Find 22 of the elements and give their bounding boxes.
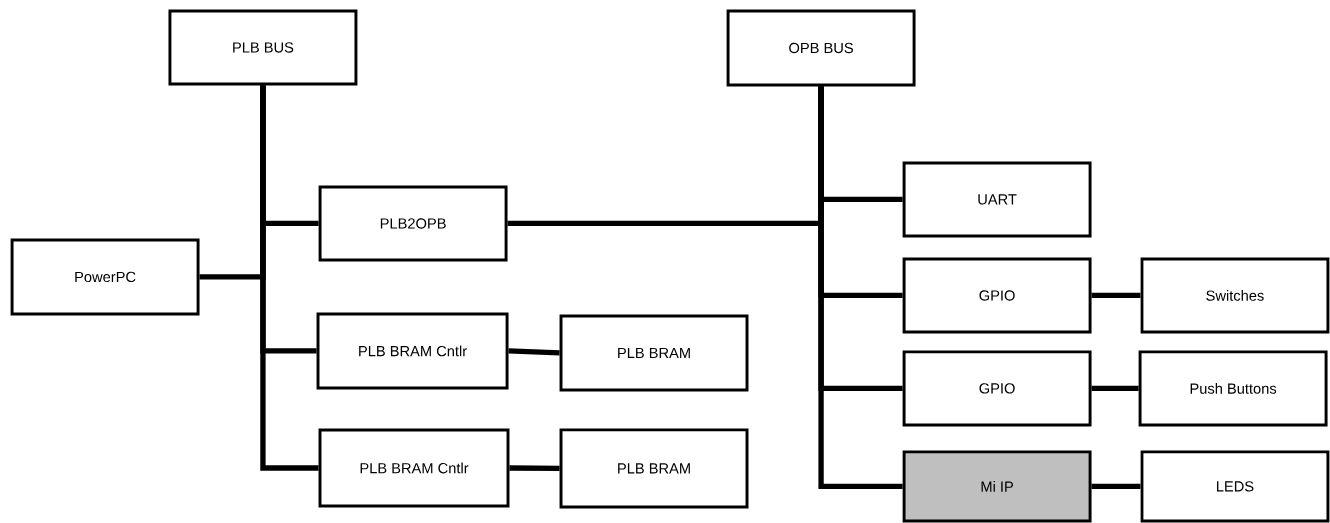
- connector-line: [1091, 292, 1141, 299]
- block-box: PLB BRAM Cntlr: [318, 428, 510, 508]
- block-box: OPB BUS: [726, 9, 916, 87]
- block-box: PLB BRAM: [559, 428, 749, 509]
- block-box: Mi IP: [902, 450, 1092, 523]
- connector-line: [508, 348, 560, 356]
- block-box: GPIO: [902, 350, 1092, 427]
- connector-line: [509, 465, 560, 472]
- block-box: PLB BRAM Cntlr: [316, 312, 509, 390]
- block-box: LEDS: [1140, 450, 1330, 523]
- block-box: PowerPC: [10, 238, 200, 316]
- connector-line: [260, 85, 319, 471]
- block-box: GPIO: [902, 257, 1092, 334]
- connector-line: [818, 86, 903, 490]
- connector-line: [1091, 483, 1141, 490]
- block-box: PLB2OPB: [318, 185, 508, 262]
- block-box: UART: [902, 161, 1092, 238]
- block-box: Push Buttons: [1138, 350, 1328, 427]
- block-box: Switches: [1140, 257, 1330, 334]
- block-box: PLB BRAM: [559, 314, 749, 392]
- connector-line: [1091, 385, 1139, 392]
- block-box: PLB BUS: [168, 9, 358, 86]
